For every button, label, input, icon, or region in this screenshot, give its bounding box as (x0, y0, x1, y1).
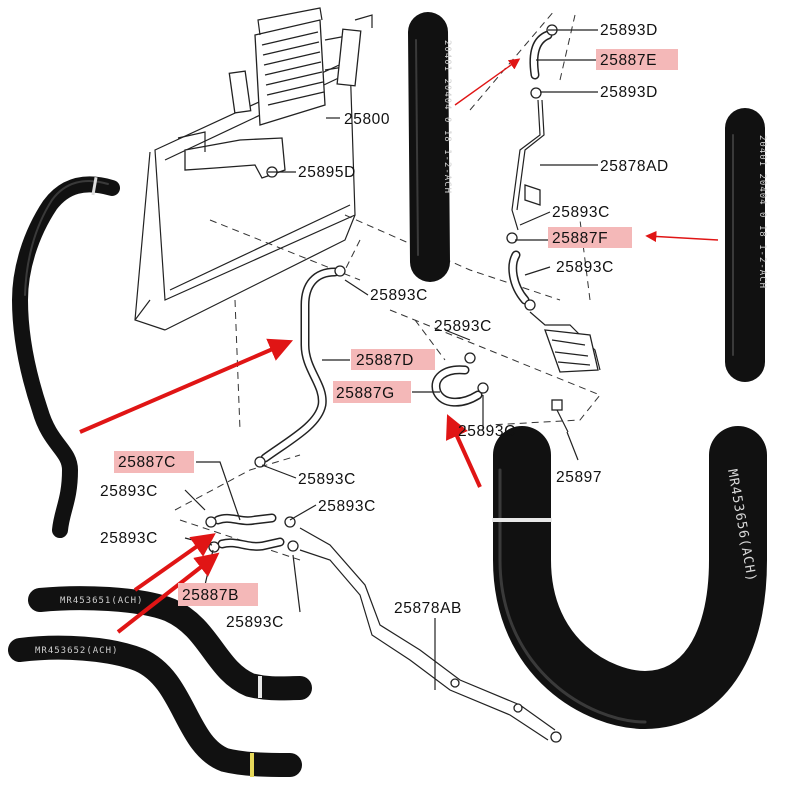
part-number: 25878AD (600, 158, 669, 175)
hose-25887d-drawing (254, 265, 346, 468)
part-number: 25887E (600, 52, 657, 69)
callout-c16: 25887C (114, 451, 194, 473)
part-number: 25893C (318, 498, 376, 515)
callout-c5: 25878AD (600, 158, 669, 175)
hose-print-b1: MR453651(ACH) (60, 596, 143, 606)
part-number: 25893C (100, 530, 158, 547)
part-number: 25893C (434, 318, 492, 335)
part-number: 25887G (336, 385, 395, 402)
part-number: 25893C (370, 287, 428, 304)
upper-right-hoses (506, 24, 601, 373)
callout-c17: 25893C (298, 471, 356, 488)
callout-c21: 25878AB (394, 600, 462, 617)
callout-c22: 25887B (178, 583, 258, 606)
callout-c11: 25893C (434, 318, 492, 335)
callout-c13: 25887G (333, 381, 411, 403)
bracket (177, 131, 286, 179)
callout-c6: 25895D (298, 164, 356, 181)
part-number: 25893C (552, 204, 610, 221)
part-labels: 25893D 25887E 25893D 25800 25878AD 25895… (100, 22, 678, 631)
callout-c9: 25893C (556, 259, 614, 276)
photo-hose-straight-right: 20401 20404 0 18 1-2-ACH (725, 108, 767, 382)
part-number: 25893C (298, 471, 356, 488)
arrow-to-25887b (116, 552, 220, 634)
callout-c3: 25893D (600, 84, 658, 101)
photo-hose-left (12, 176, 120, 538)
part-number: 25893D (600, 22, 658, 39)
part-number: 25893C (100, 483, 158, 500)
callout-c1: 25893D (600, 22, 658, 39)
callout-c15: 25897 (556, 469, 602, 486)
callout-c18: 25893C (100, 483, 158, 500)
callout-c19: 25893C (318, 498, 376, 515)
lower-hoses-drawing (205, 513, 562, 743)
part-number: 25887D (356, 352, 414, 369)
photo-hose-straight-left: 20401 20404 0 18 1-2-ACH (408, 12, 452, 282)
callout-arrows (79, 58, 719, 634)
arrow-to-25887d (79, 338, 294, 434)
part-number: 25887F (552, 230, 608, 247)
part-number: 25893C (458, 423, 516, 440)
callout-c2: 25887E (596, 49, 678, 70)
part-number: 25878AB (394, 600, 462, 617)
part-number: 25897 (556, 469, 602, 486)
callout-c10: 25893C (370, 287, 428, 304)
arrow-to-25887f (645, 230, 719, 243)
callout-c14: 25893C (458, 423, 516, 440)
arrow-to-25887c (133, 533, 216, 592)
bolt-25897 (551, 399, 569, 433)
part-number: 25893C (556, 259, 614, 276)
photo-hose-b1: MR453651(ACH) (28, 586, 312, 701)
callout-c23: 25893C (226, 614, 284, 631)
part-number: 25893D (600, 84, 658, 101)
callout-c7: 25893C (552, 204, 610, 221)
callout-c12: 25887D (351, 349, 435, 370)
part-number: 25893C (226, 614, 284, 631)
part-number: 25887B (182, 587, 239, 604)
part-number: 25895D (298, 164, 356, 181)
assembly-line-art (134, 7, 601, 743)
hose-25887g-drawing (431, 352, 489, 407)
photo-hose-u: MR453656(ACH) (492, 426, 767, 729)
part-number: 25800 (344, 111, 390, 128)
arrow-to-25887g (446, 414, 482, 488)
photo-hose-b2: MR453652(ACH) (8, 635, 302, 777)
hose-print-straight-left: 20401 20404 0 18 1-2-ACH (442, 40, 452, 194)
hose-print-b2: MR453652(ACH) (35, 646, 118, 656)
part-number: 25887C (118, 454, 176, 471)
oil-cooler (228, 7, 373, 126)
hose-print-straight-right: 20401 20404 0 18 1-2-ACH (757, 135, 767, 289)
arrow-to-25887e (454, 58, 521, 106)
callout-c8: 25887F (548, 227, 632, 248)
callout-c4: 25800 (344, 111, 390, 128)
callout-c20: 25893C (100, 530, 158, 547)
